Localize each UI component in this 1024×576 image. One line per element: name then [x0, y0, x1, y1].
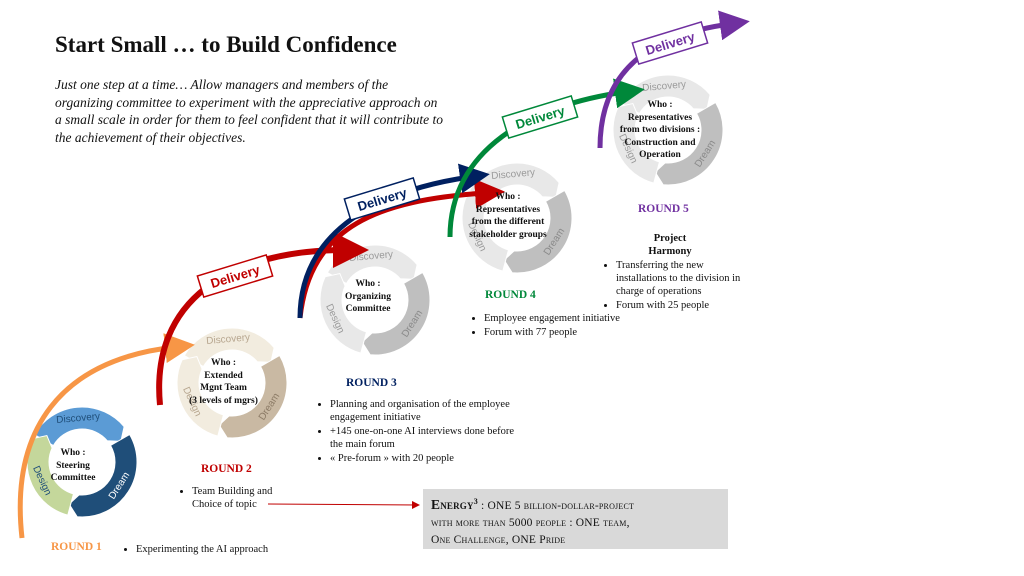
- round-5-label: ROUND 5: [638, 203, 689, 215]
- list-item: Planning and organisation of the employe…: [330, 398, 520, 424]
- round-2-label: ROUND 2: [201, 463, 252, 475]
- cycle-segment-dream: [218, 354, 288, 439]
- cycle-segment-dream: [361, 271, 431, 356]
- energy-word: Energy: [431, 496, 474, 512]
- list-item: Employee engagement initiative: [484, 312, 624, 325]
- list-item: Forum with 77 people: [484, 326, 624, 339]
- round-4-bullets: Employee engagement initiative Forum wit…: [470, 312, 624, 340]
- delivery-box: [343, 177, 421, 221]
- delivery-arc-green: [447, 78, 645, 238]
- cycle-segment-discovery: [33, 406, 125, 447]
- cycle-label-discovery: Discovery: [56, 411, 101, 426]
- round-4-label: ROUND 4: [485, 289, 536, 301]
- cycle-segment-design: [319, 272, 368, 354]
- energy-superscript: 3: [473, 497, 478, 506]
- project-harmony-label: Project Harmony: [648, 233, 692, 257]
- delivery-box: [501, 95, 579, 139]
- energy-line-1: Energy3 : ONE 5 billion-dollar-project: [431, 493, 728, 515]
- round-1-label: ROUND 1: [51, 541, 102, 553]
- cycle-label-discovery: Discovery: [642, 79, 687, 94]
- page-subtitle: Just one step at a time… Allow managers …: [55, 77, 443, 145]
- list-item: Forum with 25 people: [616, 299, 756, 312]
- cycle-segment-dream: [654, 101, 724, 186]
- round-5-bullets: Transferring the new installations to th…: [602, 259, 756, 313]
- round-3-bullets: Planning and organisation of the employe…: [316, 398, 520, 466]
- cycle-segment-dream: [68, 433, 138, 518]
- energy-line-2: with more than 5000 people : ONE team,: [431, 516, 630, 529]
- delivery-label-1: Delivery: [196, 254, 274, 298]
- list-item: Experimenting the AI approach: [136, 543, 336, 556]
- delivery-arc-red-2: [297, 178, 505, 319]
- cycle-label-discovery: Discovery: [206, 332, 251, 347]
- delivery-box: [631, 21, 709, 65]
- cycle-label-discovery: Discovery: [491, 167, 536, 182]
- page-title: Start Small … to Build Confidence: [55, 32, 397, 57]
- cycle-segment-discovery: [183, 327, 275, 368]
- list-item: Transferring the new installations to th…: [616, 259, 756, 298]
- list-item: +145 one-on-one AI interviews done befor…: [330, 425, 520, 451]
- list-item: Team Building and Choice of topic: [192, 485, 292, 511]
- energy-line-1-rest: : ONE 5 billion-dollar-project: [477, 499, 635, 512]
- energy-box: Energy3 : ONE 5 billion-dollar-project w…: [423, 489, 728, 549]
- list-item: « Pre-forum » with 20 people: [330, 452, 520, 465]
- round-2-bullets: Team Building and Choice of topic: [178, 485, 292, 512]
- energy-line-3: One Challenge, ONE Pride: [431, 533, 566, 546]
- delivery-box: [196, 254, 274, 298]
- round-3-label: ROUND 3: [346, 377, 397, 389]
- delivery-label-3: Delivery: [501, 95, 579, 139]
- delivery-arc-orange: [17, 333, 195, 539]
- round-1-bullets: Experimenting the AI approach: [122, 543, 336, 557]
- delivery-label-4: Delivery: [631, 21, 709, 65]
- connector-arrow: [267, 500, 420, 509]
- cycle-segment-dream: [503, 189, 573, 274]
